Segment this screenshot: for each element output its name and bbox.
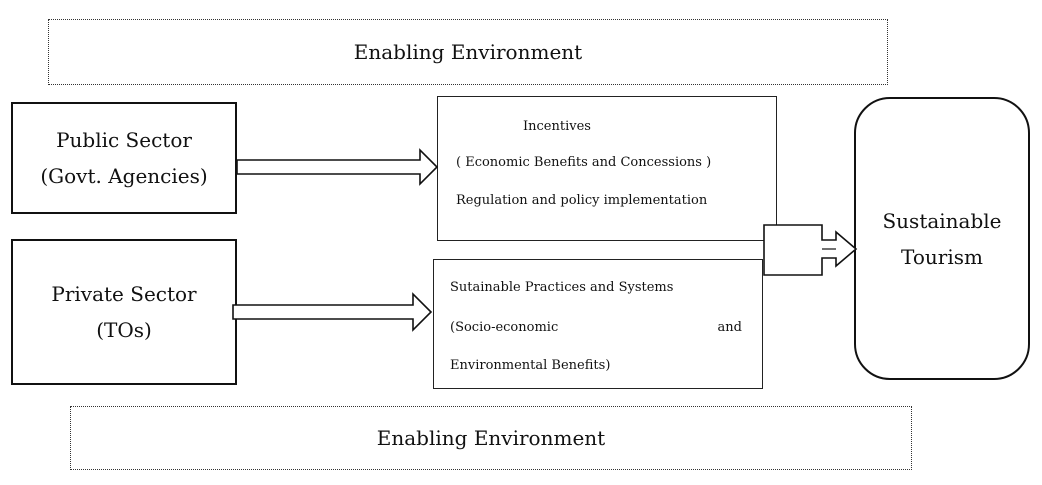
private-sector-title: Private Sector — [51, 282, 197, 306]
sustainable-tourism-line2: Tourism — [901, 244, 983, 269]
enabling-environment-bottom: Enabling Environment — [70, 406, 912, 470]
incentives-box: Incentives ( Economic Benefits and Conce… — [437, 96, 777, 241]
public-to-incentives-arrow — [236, 148, 439, 186]
public-sector-title: Public Sector — [56, 128, 192, 152]
practices-environmental: Environmental Benefits) — [450, 358, 611, 373]
practices-box: Sutainable Practices and Systems (Socio-… — [433, 259, 763, 389]
enabling-environment-top: Enabling Environment — [48, 19, 888, 85]
private-to-practices-arrow — [232, 292, 433, 332]
sustainable-tourism-box: Sustainable Tourism — [854, 97, 1030, 380]
public-sector-subtitle: (Govt. Agencies) — [40, 164, 208, 188]
practices-title: Sutainable Practices and Systems — [450, 280, 674, 295]
practices-socio-economic: (Socio-economic — [450, 320, 559, 335]
private-sector-subtitle: (TOs) — [96, 318, 152, 342]
private-sector-box: Private Sector (TOs) — [11, 239, 237, 385]
incentives-economic-benefits: ( Economic Benefits and Concessions ) — [456, 155, 712, 170]
public-sector-box: Public Sector (Govt. Agencies) — [11, 102, 237, 214]
incentives-regulation: Regulation and policy implementation — [456, 193, 708, 208]
enabling-environment-top-label: Enabling Environment — [353, 40, 583, 64]
enabling-environment-bottom-label: Enabling Environment — [376, 426, 606, 450]
practices-and: and — [717, 320, 742, 335]
merge-to-tourism-arrow — [763, 224, 858, 276]
incentives-title: Incentives — [523, 119, 591, 134]
sustainable-tourism-line1: Sustainable — [882, 208, 1002, 233]
